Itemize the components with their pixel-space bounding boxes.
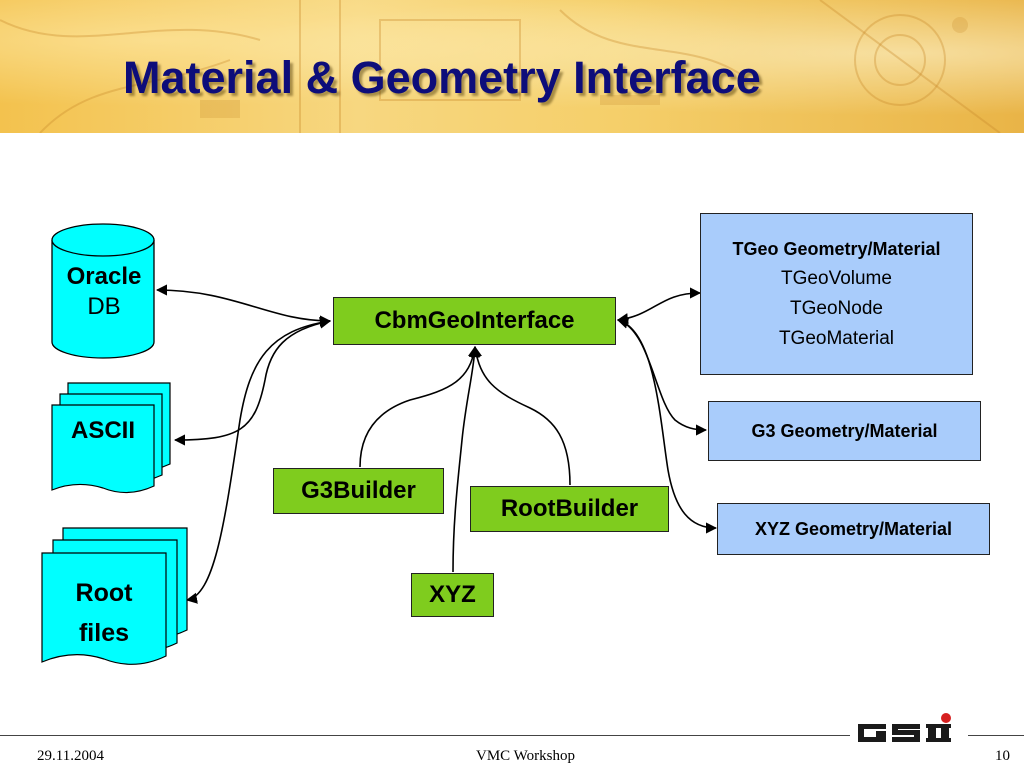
xyz-label: XYZ <box>429 581 476 608</box>
g3builder-box: G3Builder <box>273 468 444 514</box>
g3builder-label: G3Builder <box>301 477 416 504</box>
rootbuilder-box: RootBuilder <box>470 486 669 532</box>
root-files-label-line1: Root <box>75 579 133 607</box>
tgeo-item-material: TGeoMaterial <box>778 328 895 349</box>
tgeo-output-box: TGeo Geometry/Material TGeoVolume TGeoNo… <box>700 213 973 375</box>
footer-page-number: 10 <box>995 748 1010 764</box>
oracle-label-line1: Oracle <box>66 263 142 290</box>
header-banner <box>0 0 1024 133</box>
root-files-label-line2: files <box>78 619 130 647</box>
tgeo-item-node: TGeoNode <box>790 298 883 319</box>
xyz-output-label: XYZ Geometry/Material <box>754 518 953 539</box>
footer-event: VMC Workshop <box>476 748 575 764</box>
root-files-label: Root files <box>42 573 166 653</box>
g3-output-box: G3 Geometry/Material <box>708 401 981 461</box>
xyz-box: XYZ <box>411 573 494 617</box>
oracle-label-line2: DB <box>87 293 121 320</box>
xyz-output-box: XYZ Geometry/Material <box>717 503 990 555</box>
arrow-interface-xyz-output <box>616 317 718 534</box>
g3-output-label: G3 Geometry/Material <box>751 420 938 441</box>
cbm-geo-interface-label: CbmGeoInterface <box>374 307 575 334</box>
footer-divider-right <box>968 735 1024 736</box>
footer-divider-left <box>0 735 850 736</box>
ascii-label: ASCII <box>70 417 135 444</box>
footer-date: 29.11.2004 <box>37 748 104 764</box>
arrow-g3builder-interface <box>359 345 480 468</box>
rootbuilder-label: RootBuilder <box>500 495 639 522</box>
arrow-xyz-interface <box>452 345 481 573</box>
tgeo-item-volume: TGeoVolume <box>781 268 892 289</box>
header-decoration <box>0 0 1001 133</box>
tgeo-heading: TGeo Geometry/Material <box>732 239 941 259</box>
oracle-label: Oracle DB <box>46 262 162 322</box>
arrow-rootbuilder-interface <box>470 345 571 486</box>
arrow-interface-root <box>185 316 332 604</box>
cbm-geo-interface-box: CbmGeoInterface <box>333 297 616 345</box>
slide-title: Material & Geometry Interface <box>123 52 761 103</box>
